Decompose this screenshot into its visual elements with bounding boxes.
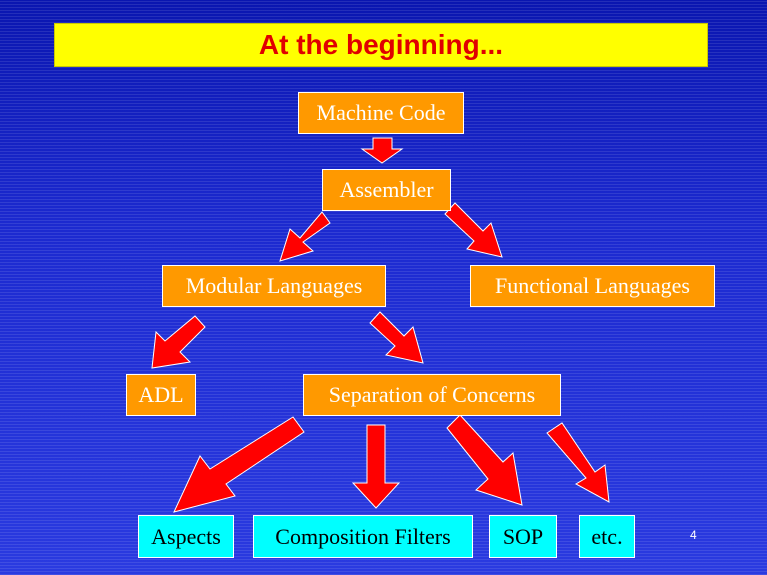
node-separation-of-concerns: Separation of Concerns	[303, 374, 561, 416]
page-number: 4	[690, 528, 697, 542]
arrow-modular-to-soc	[369, 311, 424, 364]
node-modular-languages: Modular Languages	[162, 265, 386, 307]
node-aspects: Aspects	[138, 515, 234, 558]
slide-title: At the beginning...	[258, 29, 504, 60]
node-sop: SOP	[489, 515, 557, 558]
node-etc: etc.	[579, 515, 635, 558]
arrow-soc-to-composition-filters	[351, 424, 401, 509]
node-assembler: Assembler	[322, 169, 451, 211]
node-adl: ADL	[126, 374, 196, 416]
arrow-soc-to-etc	[546, 422, 610, 503]
arrow-modular-to-adl	[151, 315, 206, 369]
node-composition-filters: Composition Filters	[253, 515, 473, 558]
arrow-assembler-to-modular	[279, 211, 331, 262]
arrow-assembler-to-functional	[444, 202, 503, 258]
node-machine-code: Machine Code	[298, 92, 464, 134]
node-functional-languages: Functional Languages	[470, 265, 715, 307]
title-bar: At the beginning...	[54, 23, 708, 67]
arrow-soc-to-aspects	[173, 416, 305, 513]
arrow-soc-to-sop	[446, 414, 523, 506]
arrow-machine-to-assembler	[360, 137, 404, 164]
